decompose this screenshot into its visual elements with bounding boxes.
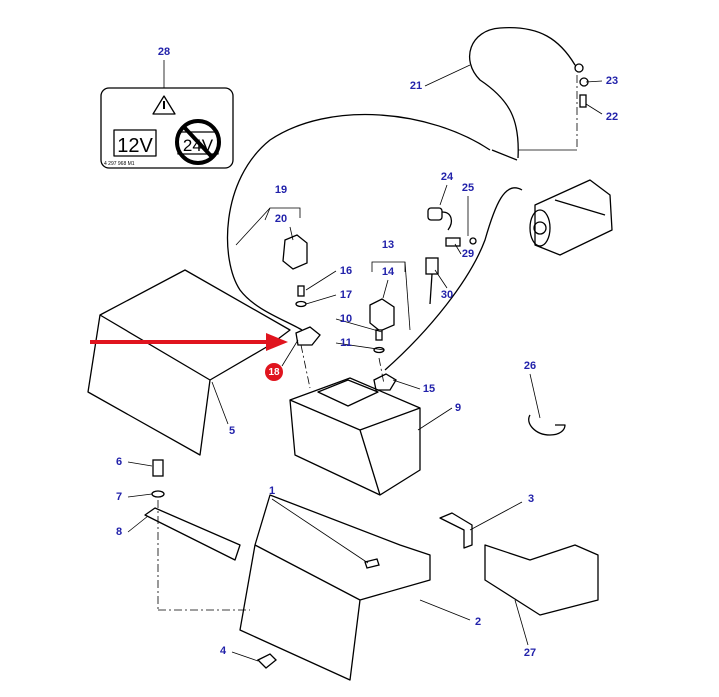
callout-26: 26 [523,360,537,372]
callout-30: 30 [440,289,454,301]
callout-7: 7 [115,491,123,503]
callout-16: 16 [339,265,353,277]
callout-14: 14 [381,266,395,278]
battery [289,377,421,496]
callout-20: 20 [274,213,288,225]
callout-25: 25 [461,182,475,194]
callout-21: 21 [409,80,423,92]
callout-2: 2 [474,616,482,628]
callout-8: 8 [115,526,123,538]
callout-28: 28 [157,46,171,58]
callout-3: 3 [527,493,535,505]
callout-19: 19 [274,184,288,196]
callout-13: 13 [381,239,395,251]
callout-29: 29 [461,248,475,260]
callout-9: 9 [454,402,462,414]
highlight-arrow [90,333,288,351]
callout-23: 23 [605,75,619,87]
callout-10: 10 [339,313,353,325]
callout-17: 17 [339,289,353,301]
terminal-cover-20 [282,234,308,270]
terminal-cover-14 [369,298,395,332]
callout-11: 11 [340,337,352,349]
cable-21 [469,26,576,159]
callout-27: 27 [523,647,537,659]
callout-22: 22 [605,111,619,123]
callout-4: 4 [219,645,227,657]
battery-cover [87,269,291,456]
battery-tray [239,494,431,681]
highlighted-callout-18: 18 [265,363,283,381]
callout-6: 6 [115,456,123,468]
callout-24: 24 [440,171,454,183]
callout-5: 5 [228,425,236,437]
callout-1: 1 [268,485,276,497]
callout-15: 15 [422,383,436,395]
starter-motor [529,179,613,256]
svg-text:12V: 12V [117,135,153,157]
warning-decal: 12V 24V 4 297 968 M1 [100,60,234,169]
svg-text:4 297 968 M1: 4 297 968 M1 [104,161,135,167]
